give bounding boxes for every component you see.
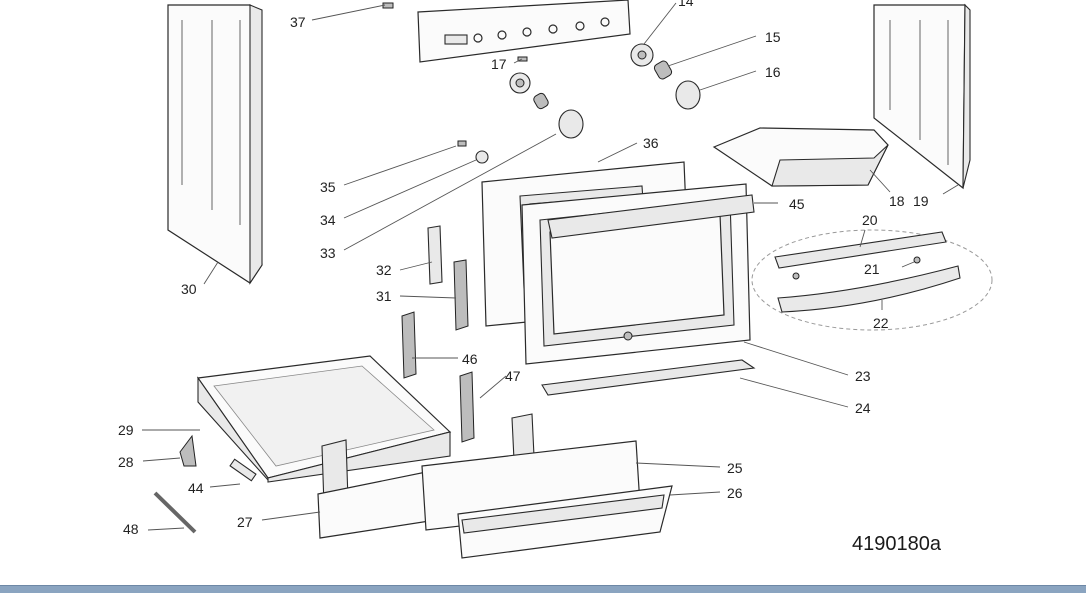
callout-45: 45 bbox=[789, 196, 805, 212]
callout-35: 35 bbox=[320, 179, 336, 195]
callout-14: 14 bbox=[678, 0, 694, 9]
callout-32: 32 bbox=[376, 262, 392, 278]
door-handle bbox=[547, 194, 755, 239]
small-parts bbox=[153, 434, 257, 534]
storage-drawer bbox=[196, 355, 452, 483]
knob-parts bbox=[382, 2, 701, 164]
callout-24: 24 bbox=[855, 400, 871, 416]
callout-21: 21 bbox=[864, 261, 880, 277]
callout-29: 29 bbox=[118, 422, 134, 438]
diagram-reference-code: 4190180a bbox=[852, 533, 942, 555]
callout-20: 20 bbox=[862, 212, 878, 228]
callout-23: 23 bbox=[855, 368, 871, 384]
callout-48: 48 bbox=[123, 521, 139, 537]
callout-19: 19 bbox=[913, 193, 929, 209]
drawer-front-parts bbox=[317, 413, 673, 559]
callout-labels: 14 15 16 17 18 19 20 21 22 23 24 25 26 2… bbox=[118, 0, 929, 537]
callout-30: 30 bbox=[181, 281, 197, 297]
callout-37: 37 bbox=[290, 14, 306, 30]
callout-36: 36 bbox=[643, 135, 659, 151]
handle-detail bbox=[751, 229, 993, 331]
callout-34: 34 bbox=[320, 212, 336, 228]
callout-46: 46 bbox=[462, 351, 478, 367]
top-deflector bbox=[712, 127, 889, 187]
callout-26: 26 bbox=[727, 485, 743, 501]
callout-16: 16 bbox=[765, 64, 781, 80]
right-side-panel bbox=[873, 3, 971, 190]
callout-28: 28 bbox=[118, 454, 134, 470]
callout-18: 18 bbox=[889, 193, 905, 209]
oven-door bbox=[521, 183, 755, 365]
callout-25: 25 bbox=[727, 460, 743, 476]
left-side-panel bbox=[167, 4, 263, 285]
callout-44: 44 bbox=[188, 480, 204, 496]
callout-17: 17 bbox=[491, 56, 507, 72]
callout-31: 31 bbox=[376, 288, 392, 304]
door-hinge-brackets bbox=[401, 225, 475, 443]
callout-15: 15 bbox=[765, 29, 781, 45]
control-panel bbox=[417, 0, 631, 63]
door-bottom-strip bbox=[541, 359, 756, 396]
bottom-bar bbox=[0, 585, 1086, 593]
callout-27: 27 bbox=[237, 514, 253, 530]
callout-33: 33 bbox=[320, 245, 336, 261]
display-window bbox=[444, 34, 468, 45]
callout-47: 47 bbox=[505, 368, 521, 384]
callout-22: 22 bbox=[873, 315, 889, 331]
leader-lines bbox=[142, 2, 959, 531]
